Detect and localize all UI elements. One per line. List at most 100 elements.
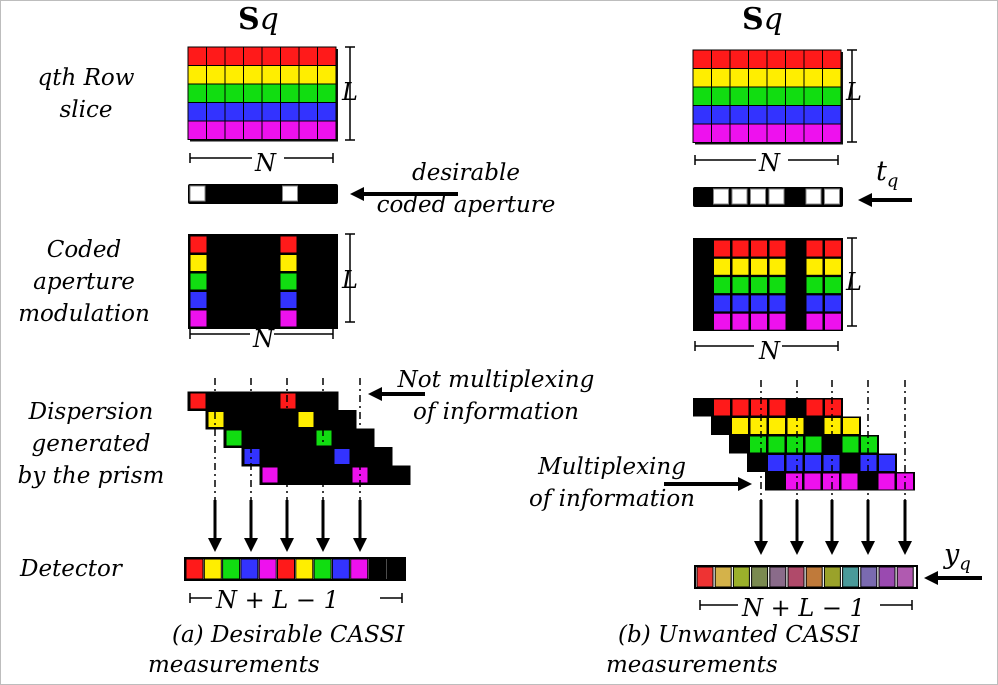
modulated-pixel: [713, 257, 731, 276]
data-cube-left-cell: [243, 120, 263, 140]
data-cube-left-cell: [224, 83, 244, 103]
dispersed-pixel: [750, 398, 768, 417]
detector-pixel: [787, 566, 805, 588]
caption-a: (a) Desirable CASSI measurements: [148, 620, 404, 680]
data-cube-right-cell: [766, 86, 786, 106]
aperture-open-cell: [282, 185, 298, 202]
annotation-multiplexing: Multiplexing of information: [512, 451, 712, 515]
modulated-pixel: [713, 239, 731, 258]
modulated-pixel: [731, 276, 750, 295]
data-cube-right-cell: [729, 123, 749, 143]
dispersed-band: [259, 465, 411, 485]
detector-pixel: [258, 558, 277, 580]
modulated-pixel: [824, 276, 842, 295]
dispersed-pixel: [804, 454, 822, 472]
aperture-open-cell: [805, 188, 822, 205]
label-line: generated: [31, 431, 151, 457]
detector-pixel: [331, 558, 350, 580]
dispersed-pixel: [785, 472, 803, 491]
label-detector: Detector: [20, 556, 122, 582]
data-cube-right-cell: [692, 123, 712, 143]
projection-arrow-head: [208, 538, 222, 552]
detector-left: [184, 557, 406, 581]
dispersed-pixel: [731, 398, 750, 417]
detector-pixel: [295, 558, 314, 580]
data-cube-left-cell: [187, 120, 207, 140]
caption-line: (b) Unwanted CASSI: [618, 622, 860, 648]
data-cube-right-cell: [711, 49, 731, 69]
dispersed-pixel: [189, 392, 207, 410]
detector-right: [694, 565, 918, 589]
modulated-pixel: [731, 257, 750, 276]
projection-arrow-head: [244, 538, 258, 552]
detector-pixel: [896, 566, 914, 588]
data-cube-right-cell: [766, 49, 786, 69]
modulated-pixel: [750, 294, 768, 313]
data-cube-right-cell: [785, 105, 805, 125]
dim-N-right-top: N: [759, 149, 780, 177]
label-line: desirable: [412, 160, 520, 186]
modulated-pixel: [279, 235, 298, 254]
data-cube-right-cell: [803, 49, 823, 69]
detector-pixel: [823, 566, 841, 588]
dispersed-pixel: [896, 472, 914, 491]
modulated-pixel: [189, 309, 208, 328]
data-cube-right-cell: [822, 123, 842, 143]
symbol-sub: q: [886, 170, 899, 192]
label-line: Dispersion: [28, 399, 154, 425]
detector-pixel: [313, 558, 332, 580]
data-cube-left-cell: [280, 46, 300, 66]
detector-pixel: [240, 558, 259, 580]
data-cube-left-cell: [187, 65, 207, 85]
title-bold: S: [742, 2, 764, 37]
symbol-yq: yq: [944, 539, 971, 580]
data-cube-left-cell: [224, 46, 244, 66]
data-cube-right-cell: [766, 105, 786, 125]
dim-L-right-mid: L: [846, 268, 862, 296]
data-cube-left-cell: [187, 46, 207, 66]
detector-pixel: [203, 558, 222, 580]
modulated-pixel: [189, 291, 208, 309]
dispersed-pixel: [749, 435, 767, 454]
data-cube-left-cell: [280, 83, 300, 103]
data-cube-right-cell: [748, 68, 768, 88]
data-cube-left-cell: [261, 83, 281, 103]
data-cube-right-cell: [766, 68, 786, 88]
label-line: coded aperture: [376, 192, 556, 218]
detector-pixel: [185, 558, 204, 580]
modulated-pixel: [824, 239, 842, 258]
dispersed-pixel: [207, 411, 225, 428]
modulated-pixel: [805, 312, 824, 331]
modulated-pixel: [713, 312, 731, 331]
modulated-pixel: [279, 272, 298, 291]
dispersed-pixel: [785, 454, 804, 472]
dispersed-pixel: [243, 448, 261, 465]
modulated-pixel: [750, 257, 768, 276]
aperture-open-cell: [713, 188, 729, 205]
data-cube-left-cell: [280, 65, 300, 85]
dispersed-pixel: [279, 392, 297, 410]
detector-pixel: [732, 566, 750, 588]
dispersed-pixel: [842, 417, 860, 435]
data-cube-left-cell: [206, 102, 226, 122]
arrow-desirable-head: [350, 187, 364, 201]
aperture-strip-left: [188, 184, 338, 204]
data-cube-right-cell: [711, 86, 731, 106]
modulated-pixel: [768, 294, 787, 313]
data-cube-left-cell: [224, 102, 244, 122]
data-cube-left-cell: [317, 120, 337, 140]
dispersed-pixel: [878, 454, 896, 472]
modulated-pixel: [768, 312, 787, 331]
label-row-slice: qth Row slice: [6, 62, 166, 126]
data-cube-left-cell: [317, 65, 337, 85]
data-cube-left-cell: [206, 83, 226, 103]
data-cube-left-cell: [243, 102, 263, 122]
arrow-tq-head: [858, 193, 872, 207]
projection-arrow-head: [280, 538, 294, 552]
data-cube-left-cell: [317, 83, 337, 103]
data-cube-left-cell: [243, 83, 263, 103]
label-line: Coded: [46, 237, 122, 263]
arrow-multiplexing-head: [738, 477, 752, 491]
aperture-open-cell: [731, 188, 748, 205]
